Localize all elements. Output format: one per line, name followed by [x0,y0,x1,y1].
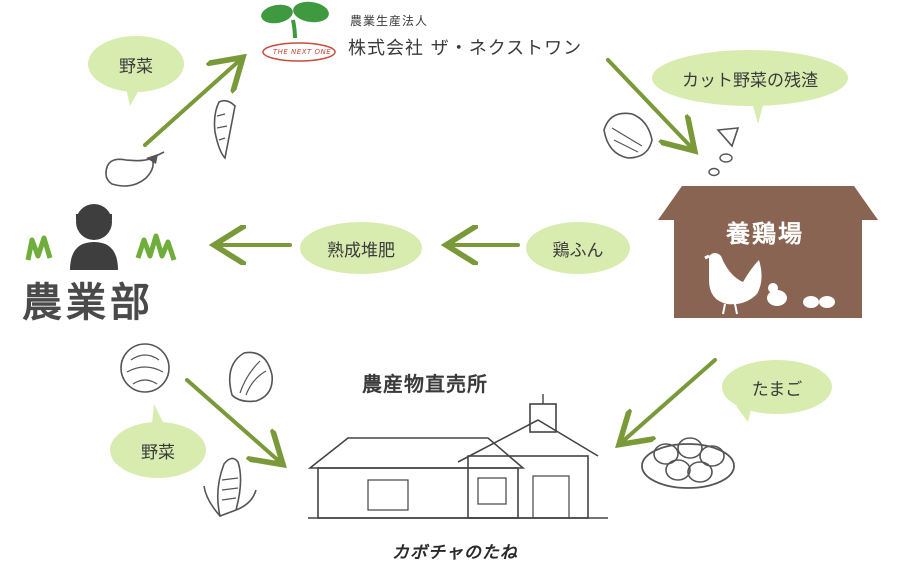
bubble-compost: 熟成堆肥 [300,222,422,274]
cabbage-icon [120,343,170,393]
bubble-vegetables-top: 野菜 [88,36,184,92]
corn-icon [203,457,257,518]
bubble-tail [736,406,752,422]
store-title: 農産物直売所 [362,372,488,396]
arrow-dept-to-store [185,378,280,462]
store-name: カボチャのたね [392,543,518,563]
bubble-vegetables-bottom-text: 野菜 [141,442,175,463]
eggplant-icon [105,151,165,187]
farmer-icon [25,204,177,270]
bubble-tail [126,88,140,106]
company-name: 株式会社 ザ・ネクストワン [348,38,583,59]
bubble-tail [752,102,764,124]
egg-basket-icon [641,437,735,489]
logo-text: THE NEXT ONE [272,48,332,56]
bubble-chicken-manure-text: 鶏ふん [552,240,604,261]
bubble-chicken-manure: 鶏ふん [526,222,630,274]
arrow-farm-to-store [622,358,717,442]
carrot-icon [213,99,236,160]
arrow-company-to-farm [606,58,692,148]
bubble-vegetables-bottom: 野菜 [110,422,206,478]
company-logo: THE NEXT ONE [255,0,345,64]
department-name: 農業部 [22,280,154,326]
chicken-icon [704,253,835,315]
sprout-icon [261,1,336,62]
bubble-compost-text: 熟成堆肥 [327,240,395,261]
store-building [307,394,608,519]
company-type: 農業生産法人 [350,14,429,28]
bubble-eggs: たまご [722,360,832,414]
chinese-cabbage-icon [228,351,273,403]
poultry-farm-name: 養鶏場 [726,220,804,248]
bubble-vegetables-top-text: 野菜 [119,56,153,77]
bubble-eggs-text: たまご [751,379,803,400]
bubble-cut-vegetable-residue: カット野菜の残渣 [652,50,848,106]
bubble-tail [152,404,164,424]
cut-vegetables-icon [603,112,740,177]
bubble-cut-vegetable-residue-text: カット野菜の残渣 [682,70,818,91]
arrow-dept-to-company [143,60,240,147]
